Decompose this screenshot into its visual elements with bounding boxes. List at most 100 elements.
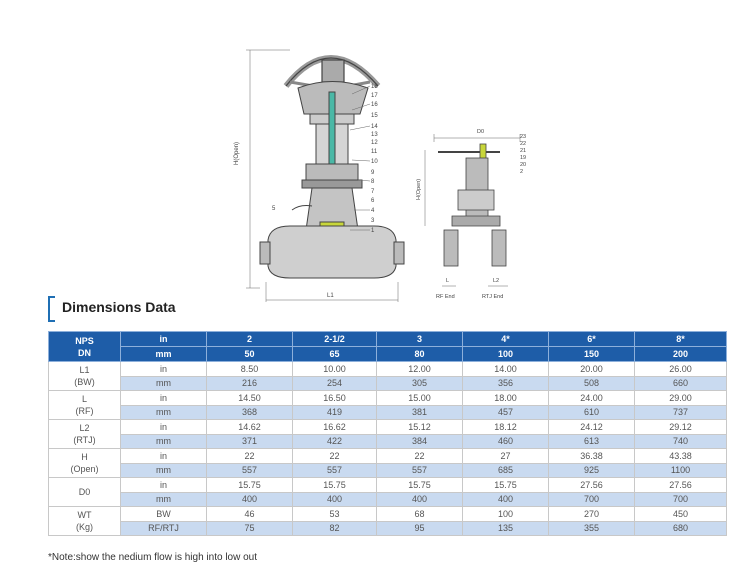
part-label: 2 <box>520 169 523 175</box>
part-label: 16 <box>371 102 378 108</box>
value-cell: 508 <box>548 375 635 391</box>
part-label: 9 <box>371 170 375 176</box>
value-cell: 18.00 <box>462 390 549 406</box>
value-cell: 610 <box>548 404 635 420</box>
part-label: 6 <box>371 198 375 204</box>
value-cell: 355 <box>548 520 635 536</box>
value-cell: 15.12 <box>376 419 463 435</box>
value-cell: 460 <box>462 433 549 449</box>
value-cell: 15.75 <box>376 477 463 493</box>
value-cell: 384 <box>376 433 463 449</box>
value-cell: 8.50 <box>206 361 293 377</box>
value-cell: 305 <box>376 375 463 391</box>
value-cell: 27.56 <box>548 477 635 493</box>
part-label: 4 <box>371 208 375 214</box>
value-cell: 53 <box>292 506 377 522</box>
value-cell: 419 <box>292 404 377 420</box>
value-cell: 16.62 <box>292 419 377 435</box>
d0-label: D0 <box>477 129 484 135</box>
unit-cell: RF/RTJ <box>120 520 207 536</box>
l-dimension-label: L <box>446 278 449 284</box>
unit-cell: in <box>120 390 207 406</box>
value-cell: 557 <box>292 462 377 478</box>
value-cell: 356 <box>462 375 549 391</box>
value-cell: 381 <box>376 404 463 420</box>
rf-end-label: RF End <box>436 294 455 300</box>
dn-header: 150 <box>548 346 635 362</box>
unit-cell: mm <box>120 375 207 391</box>
value-cell: 22 <box>206 448 293 464</box>
value-cell: 270 <box>548 506 635 522</box>
value-cell: 613 <box>548 433 635 449</box>
dn-header: 80 <box>376 346 463 362</box>
value-cell: 46 <box>206 506 293 522</box>
part-number-labels: 18 17 16 15 14 13 12 11 10 9 8 7 6 4 3 1… <box>272 84 378 234</box>
value-cell: 15.75 <box>206 477 293 493</box>
part-label: 18 <box>371 84 378 90</box>
side-view-graphic <box>438 143 507 267</box>
value-cell: 22 <box>376 448 463 464</box>
part-label: 20 <box>520 162 526 168</box>
valve-body-graphic <box>259 81 405 279</box>
value-cell: 95 <box>376 520 463 536</box>
section-title: Dimensions Data <box>62 299 176 315</box>
value-cell: 737 <box>634 404 727 420</box>
part-label: 14 <box>371 124 378 130</box>
value-cell: 16.50 <box>292 390 377 406</box>
handwheel-graphic <box>283 55 381 90</box>
value-cell: 254 <box>292 375 377 391</box>
part-label: 12 <box>371 140 378 146</box>
l2-dimension-label: L2 <box>493 278 499 284</box>
value-cell: 400 <box>462 491 549 507</box>
nps-header: 2-1/2 <box>292 331 377 347</box>
value-cell: 400 <box>206 491 293 507</box>
value-cell: 26.00 <box>634 361 727 377</box>
nps-header: 3 <box>376 331 463 347</box>
value-cell: 14.00 <box>462 361 549 377</box>
value-cell: 100 <box>462 506 549 522</box>
value-cell: 75 <box>206 520 293 536</box>
l1-dimension-label: L1 <box>327 293 334 299</box>
value-cell: 12.00 <box>376 361 463 377</box>
part-label: 10 <box>371 159 378 165</box>
value-cell: 400 <box>292 491 377 507</box>
value-cell: 557 <box>206 462 293 478</box>
header-row-dn: mm 50 65 80 100 150 200 <box>49 346 727 362</box>
value-cell: 135 <box>462 520 549 536</box>
dn-header: 65 <box>292 346 377 362</box>
value-cell: 371 <box>206 433 293 449</box>
row-group-label: L2(RTJ) <box>48 419 121 449</box>
unit-header: in <box>120 331 207 347</box>
row-group-label: L1(BW) <box>48 361 121 391</box>
value-cell: 400 <box>376 491 463 507</box>
part-label: 1 <box>371 228 375 234</box>
h-dimension-label: H(Open) <box>234 142 240 165</box>
value-cell: 18.12 <box>462 419 549 435</box>
value-cell: 68 <box>376 506 463 522</box>
value-cell: 15.75 <box>292 477 377 493</box>
value-cell: 29.12 <box>634 419 727 435</box>
unit-cell: in <box>120 477 207 493</box>
valve-drawing: 18 17 16 15 14 13 12 11 10 9 8 7 6 4 3 1… <box>234 49 526 302</box>
nps-header: 4* <box>462 331 549 347</box>
part-label: 19 <box>520 155 526 161</box>
section-header: Dimensions Data <box>48 296 728 322</box>
value-cell: 24.12 <box>548 419 635 435</box>
unit-cell: in <box>120 448 207 464</box>
dn-header: 200 <box>634 346 727 362</box>
value-cell: 27 <box>462 448 549 464</box>
row-group-label: H(Open) <box>48 448 121 478</box>
value-cell: 24.00 <box>548 390 635 406</box>
row-group-label: WT(Kg) <box>48 506 121 536</box>
value-cell: 422 <box>292 433 377 449</box>
value-cell: 450 <box>634 506 727 522</box>
value-cell: 15.75 <box>462 477 549 493</box>
